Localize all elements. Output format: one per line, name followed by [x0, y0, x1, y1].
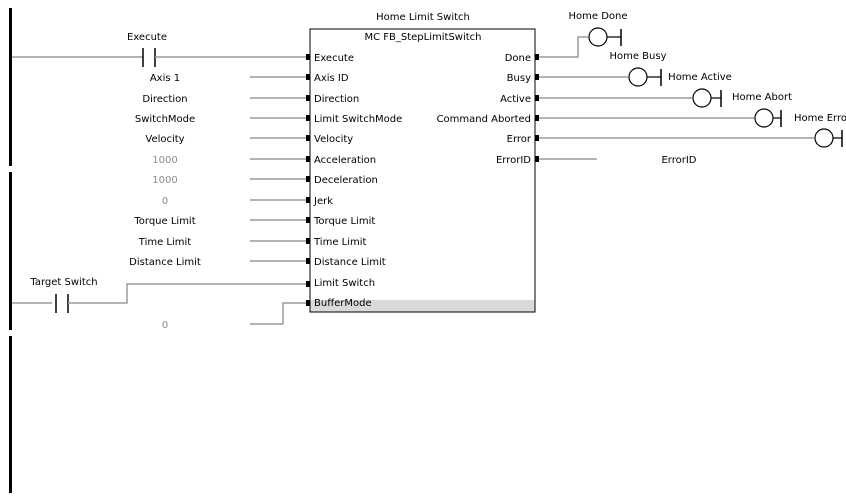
var-torque-limit: Torque Limit — [133, 216, 195, 227]
pin-axis-id: Axis ID — [314, 73, 349, 84]
pin-busy: Busy — [507, 73, 531, 84]
block-type-name: MC FB_StepLimitSwitch — [364, 32, 481, 43]
pin-done: Done — [505, 53, 531, 64]
pin-limit-switch: Limit Switch — [314, 278, 375, 289]
pin-deceleration: Deceleration — [314, 175, 378, 186]
pin-distance-limit: Distance Limit — [314, 257, 386, 268]
pin-velocity: Velocity — [314, 134, 353, 145]
pin-active: Active — [500, 94, 531, 105]
pin-time-limit: Time Limit — [313, 237, 367, 248]
pin-direction: Direction — [314, 94, 359, 105]
const-acceleration: 1000 — [152, 155, 177, 166]
execute-contact[interactable]: Execute — [12, 32, 306, 67]
execute-contact-label: Execute — [127, 32, 167, 43]
const-deceleration: 1000 — [152, 175, 177, 186]
coil-home-busy-label: Home Busy — [609, 51, 666, 62]
block-instance-name: Home Limit Switch — [376, 12, 470, 23]
pin-error: Error — [507, 134, 532, 145]
input-pin-names: Execute Axis ID Direction Limit SwitchMo… — [313, 53, 402, 309]
var-direction: Direction — [142, 94, 187, 105]
pin-jerk: Jerk — [313, 196, 333, 207]
coil-home-done[interactable]: Home Done — [568, 11, 628, 47]
output-pin-names: Done Busy Active Command Aborted Error E… — [437, 53, 532, 166]
input-pins — [306, 54, 310, 306]
target-switch-contact-label: Target Switch — [29, 277, 97, 288]
var-switchmode: SwitchMode — [135, 114, 195, 125]
var-axis: Axis 1 — [150, 73, 180, 84]
coil-home-active[interactable]: Home Active — [668, 72, 732, 108]
pin-limit-switch-mode: Limit SwitchMode — [314, 114, 402, 125]
coil-home-done-label: Home Done — [568, 11, 627, 22]
input-wires — [250, 76, 306, 325]
var-distance-limit: Distance Limit — [129, 257, 201, 268]
pin-buffer-mode: BufferMode — [314, 298, 372, 309]
function-block[interactable]: Home Limit Switch MC FB_StepLimitSwitch — [306, 12, 539, 313]
coil-home-error-label: Home Erro — [794, 113, 846, 124]
pin-command-aborted: Command Aborted — [437, 114, 531, 125]
var-time-limit: Time Limit — [138, 237, 192, 248]
output-pins — [535, 54, 539, 162]
selected-row-highlight — [310, 300, 535, 312]
error-id-variable: ErrorID — [661, 155, 696, 166]
const-buffer-mode: 0 — [162, 320, 168, 331]
coil-home-error[interactable]: Home Erro — [794, 113, 846, 148]
coil-home-active-label: Home Active — [668, 72, 732, 83]
coil-home-abort[interactable]: Home Abort — [732, 92, 792, 128]
pin-torque-limit: Torque Limit — [313, 216, 375, 227]
pin-error-id: ErrorID — [496, 155, 531, 166]
pin-acceleration: Acceleration — [314, 155, 376, 166]
coil-home-abort-label: Home Abort — [732, 92, 792, 103]
const-jerk: 0 — [162, 196, 168, 207]
output-wires — [539, 36, 814, 160]
var-velocity: Velocity — [145, 134, 184, 145]
input-variable-labels: Axis 1 Direction SwitchMode Velocity 100… — [129, 73, 201, 331]
pin-execute: Execute — [314, 53, 354, 64]
target-switch-contact[interactable]: Target Switch — [12, 277, 306, 313]
coil-home-busy[interactable]: Home Busy — [609, 51, 667, 87]
left-power-rail — [9, 8, 12, 493]
